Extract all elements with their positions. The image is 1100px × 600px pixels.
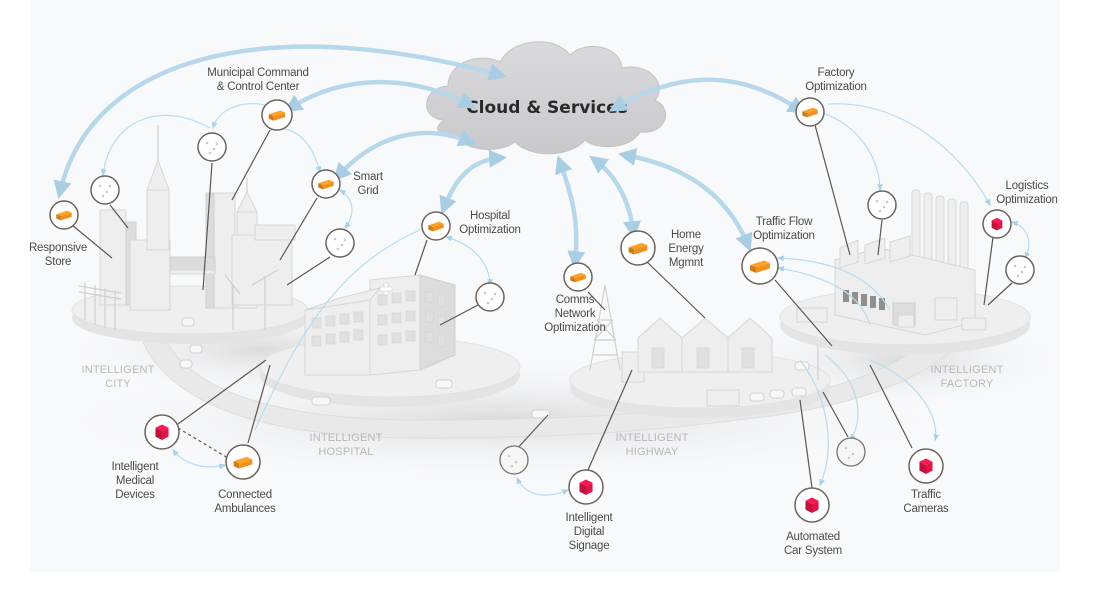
link-grid-cloud <box>333 129 477 182</box>
cloud-title: Cloud & Services <box>466 98 628 118</box>
sensor-node[interactable] <box>90 175 120 205</box>
orange-brick-icon <box>570 272 586 283</box>
sensor-node[interactable] <box>836 437 866 467</box>
orange-brick-icon <box>750 260 770 273</box>
leader-lines <box>71 124 1013 489</box>
comms-tower <box>589 284 621 371</box>
node-signage[interactable] <box>568 469 604 505</box>
link-hospital-cloud <box>439 149 508 215</box>
sensor-node[interactable] <box>197 132 227 162</box>
node-medical[interactable] <box>144 414 180 450</box>
red-cube-icon <box>805 497 819 513</box>
label-municipal: Municipal Command& Control Center <box>207 67 308 93</box>
node-home-energy[interactable] <box>620 230 656 266</box>
node-ambulances[interactable] <box>225 444 261 480</box>
hospital-windows <box>311 290 446 347</box>
city-platform <box>71 125 309 369</box>
link-traffic-cloud <box>617 148 753 252</box>
red-cube-icon <box>919 458 933 474</box>
node-car-system[interactable] <box>794 487 830 523</box>
link-store-cloud <box>53 44 507 200</box>
node-responsive-store[interactable] <box>49 200 79 230</box>
sensor-node[interactable] <box>499 445 529 475</box>
node-traffic-cameras[interactable] <box>908 448 944 484</box>
node-layer <box>49 97 1035 523</box>
link-municipal-cloud <box>283 79 477 112</box>
link-comms-cloud <box>555 155 586 270</box>
orange-brick-icon <box>428 221 444 232</box>
red-cube-icon <box>991 217 1003 231</box>
orange-brick-icon <box>56 210 72 221</box>
node-hospital-opt[interactable] <box>421 211 451 241</box>
node-traffic-flow[interactable] <box>741 247 779 285</box>
homes <box>637 317 773 373</box>
node-factory-opt[interactable] <box>795 97 825 127</box>
orange-brick-icon <box>268 110 286 121</box>
node-logistics[interactable] <box>982 209 1012 239</box>
factory-platform <box>779 189 1031 355</box>
node-comms[interactable] <box>563 262 593 292</box>
red-cube-icon <box>155 424 169 440</box>
orange-brick-icon <box>318 179 334 190</box>
node-smart-grid[interactable] <box>311 169 341 199</box>
node-municipal[interactable] <box>261 99 293 131</box>
sensor-node[interactable] <box>475 282 505 312</box>
sensor-node[interactable] <box>1005 255 1035 285</box>
sensor-node[interactable] <box>325 228 355 258</box>
hospital-platform <box>259 274 551 419</box>
sensor-node[interactable] <box>867 190 897 220</box>
cloud-links <box>53 44 806 270</box>
orange-brick-icon <box>628 242 648 255</box>
factory-chimneys <box>911 189 969 283</box>
hospital-cross-icon <box>379 282 393 296</box>
orange-brick-icon <box>802 107 818 118</box>
link-medical-ambulance <box>177 427 229 459</box>
orange-brick-icon <box>233 456 253 469</box>
link-factory-cloud <box>608 77 806 114</box>
highway-platform <box>569 284 831 418</box>
red-cube-icon <box>579 479 593 495</box>
